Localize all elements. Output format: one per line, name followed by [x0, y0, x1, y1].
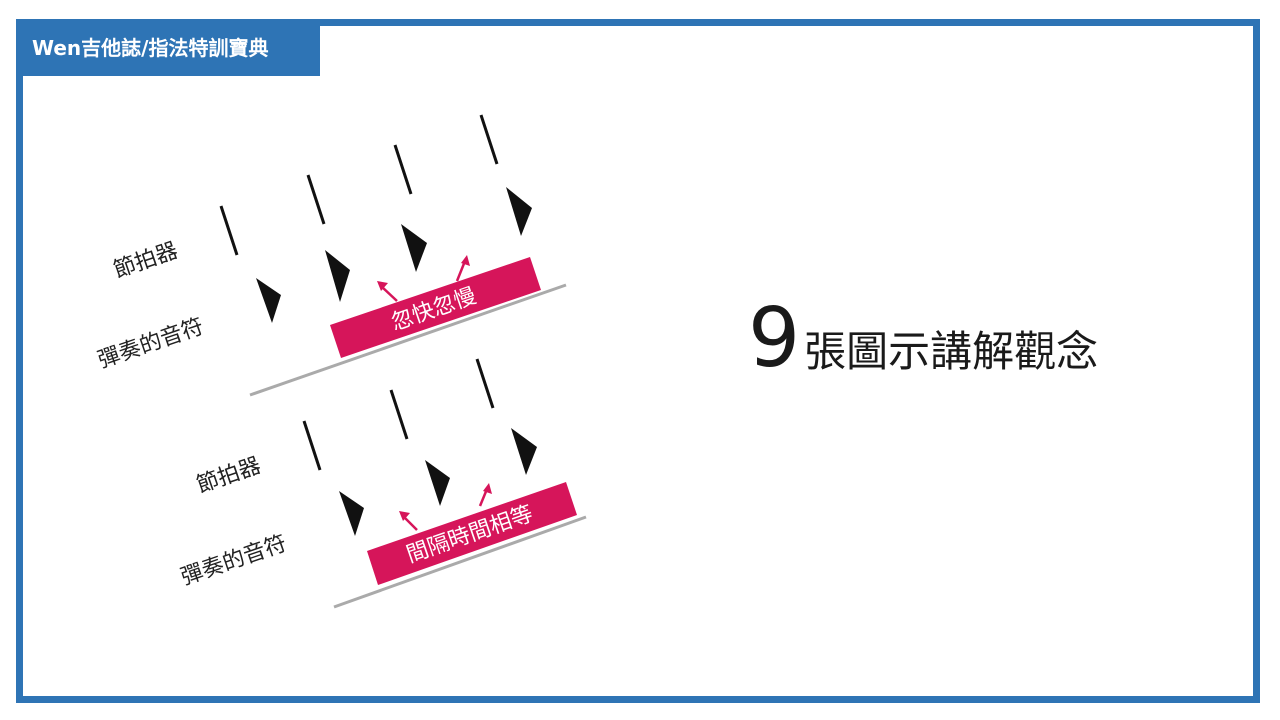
note-arrow — [506, 187, 532, 236]
metronome-tick — [306, 174, 326, 225]
baseline-line — [333, 515, 587, 609]
notes-label: 彈奏的音符 — [95, 314, 207, 373]
headline: 9 張圖示講解觀念 — [748, 298, 1098, 380]
diagram-bottom: 間隔時間相等 節拍器 彈奏的音符 — [178, 358, 587, 609]
diagram-top: 忽快忽慢 節拍器 彈奏的音符 — [95, 114, 567, 397]
note-arrow — [325, 250, 350, 302]
metronome-tick — [393, 144, 413, 195]
note-arrow — [401, 224, 427, 272]
pointer-arrow — [455, 260, 467, 282]
notes-label: 彈奏的音符 — [178, 531, 290, 590]
metronome-tick — [475, 358, 495, 409]
baseline-line — [249, 283, 567, 397]
timing-bar — [330, 257, 541, 358]
note-arrow — [256, 278, 281, 323]
slide-frame — [16, 19, 1260, 703]
headline-number: 9 — [748, 291, 801, 386]
metronome-tick — [479, 114, 499, 165]
note-arrow — [425, 460, 450, 506]
metronome-tick — [302, 420, 322, 471]
metronome-tick — [219, 205, 239, 256]
timing-bar — [367, 482, 577, 585]
pointer-arrowhead — [399, 511, 410, 521]
pointer-arrowhead — [461, 255, 470, 266]
note-arrow — [511, 428, 537, 475]
brand-tag: Wen吉他誌/指法特訓寶典 — [23, 26, 320, 76]
pointer-arrow — [380, 285, 398, 302]
metronome-label: 節拍器 — [194, 453, 265, 498]
note-arrow — [339, 491, 364, 536]
headline-text: 張圖示講解觀念 — [804, 327, 1099, 376]
pointer-arrowhead — [377, 281, 388, 291]
pointer-arrowhead — [483, 483, 492, 494]
rhythm-diagram: 忽快忽慢 節拍器 彈奏的音符 間隔時間相等 節拍器 彈奏的音符 — [95, 114, 587, 609]
metronome-tick — [389, 389, 409, 440]
metronome-label: 節拍器 — [111, 238, 182, 283]
